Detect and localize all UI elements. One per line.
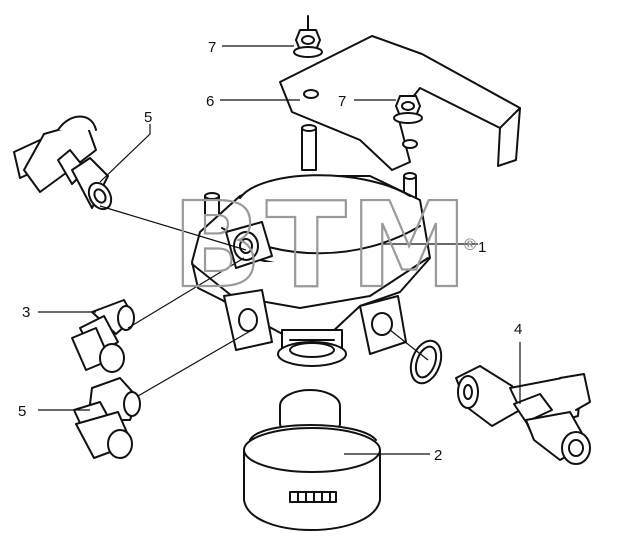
- callout-4: 4: [514, 321, 522, 338]
- callout-7-right: 7: [338, 93, 346, 110]
- registered-mark: ®: [462, 235, 478, 254]
- flange-nut-top: [293, 15, 323, 58]
- callout-labels: 1 2 3 4 5 5 6 7 7: [18, 39, 522, 464]
- elbow-fitting: [71, 299, 135, 373]
- callout-5-lower: 5: [18, 403, 26, 420]
- dust-cap: [243, 389, 381, 531]
- callout-1: 1: [478, 239, 486, 256]
- flange-nut-right: [393, 95, 423, 124]
- push-in-fitting-lower: [73, 377, 141, 459]
- callout-6: 6: [206, 93, 214, 110]
- callout-7-top: 7: [208, 39, 216, 56]
- leader-lines: [38, 45, 521, 455]
- callout-5-top: 5: [144, 109, 152, 126]
- watermark: BTM ®: [171, 175, 478, 315]
- callout-3: 3: [22, 304, 30, 321]
- valve-body: [191, 174, 431, 367]
- tee-fitting: [455, 365, 591, 465]
- push-in-fitting-top: [13, 115, 113, 211]
- callout-2: 2: [434, 447, 442, 464]
- watermark-text: BTM: [172, 176, 472, 314]
- o-ring: [409, 339, 443, 385]
